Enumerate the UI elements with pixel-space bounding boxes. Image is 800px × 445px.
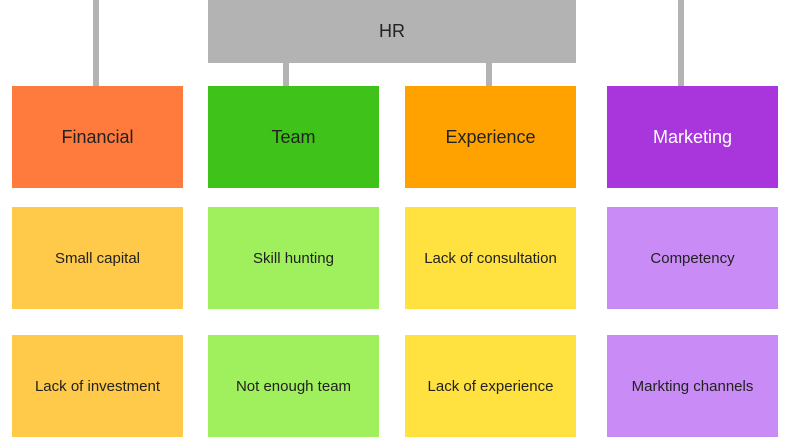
note-text: Lack of consultation xyxy=(424,249,557,267)
connector-financial xyxy=(93,0,99,86)
connector-team xyxy=(283,63,289,86)
team-title: Team xyxy=(271,126,316,147)
hr-node: HR xyxy=(208,0,576,63)
experience-note-1: Lack of consultation xyxy=(405,207,576,309)
team-note-2: Not enough team xyxy=(208,335,379,437)
financial-note-2: Lack of investment xyxy=(12,335,183,437)
experience-note-2: Lack of experience xyxy=(405,335,576,437)
financial-note-1: Small capital xyxy=(12,207,183,309)
team-header: Team xyxy=(208,86,379,188)
marketing-header: Marketing xyxy=(607,86,778,188)
experience-header: Experience xyxy=(405,86,576,188)
marketing-title: Marketing xyxy=(652,126,733,147)
connector-experience xyxy=(486,63,492,86)
hr-label: HR xyxy=(379,21,405,41)
note-text: Not enough team xyxy=(235,377,352,395)
note-text: Small capital xyxy=(54,249,141,267)
financial-title: Financial xyxy=(61,126,134,147)
team-note-1: Skill hunting xyxy=(208,207,379,309)
note-text: Markting channels xyxy=(631,377,754,395)
marketing-note-2: Markting channels xyxy=(607,335,778,437)
connector-marketing xyxy=(678,0,684,86)
note-text: Competency xyxy=(650,249,735,267)
financial-header: Financial xyxy=(12,86,183,188)
note-text: Skill hunting xyxy=(253,249,334,267)
note-text: Lack of experience xyxy=(427,377,554,395)
experience-title: Experience xyxy=(445,126,536,147)
marketing-note-1: Competency xyxy=(607,207,778,309)
note-text: Lack of investment xyxy=(34,377,161,395)
